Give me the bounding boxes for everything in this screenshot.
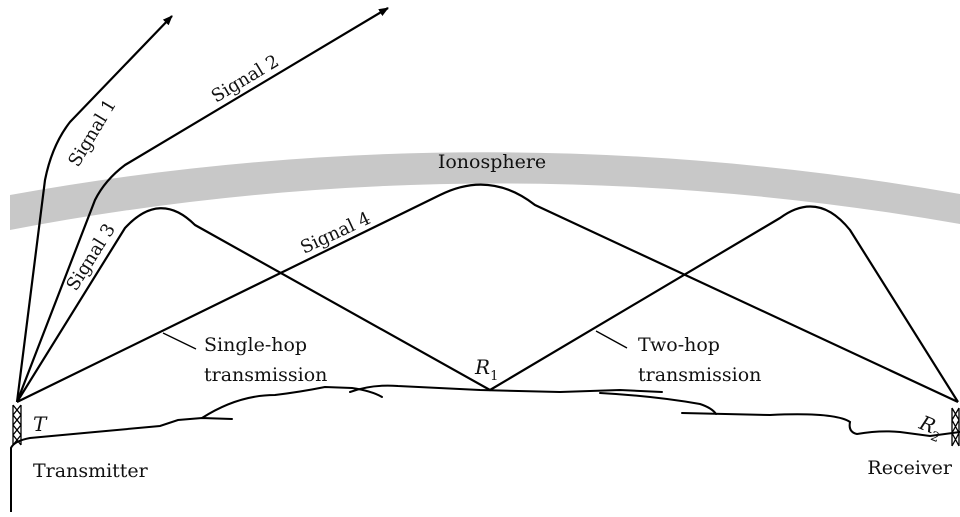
ground-terrain-far-right (681, 412, 960, 438)
ground-terrain-hill (201, 385, 383, 419)
signal-2-ray (15, 7, 389, 403)
transmitter-tower-icon (12, 404, 22, 446)
ground-terrain-right (599, 392, 717, 415)
t-point-label: T (33, 412, 48, 436)
ground-terrain-left (10, 416, 233, 449)
r1-point-label: R1 (474, 355, 498, 384)
signal-2-label: Signal 2 (208, 51, 283, 108)
two-hop-leader (595, 330, 628, 349)
r2-point-label: R2 (913, 410, 946, 446)
ionosphere-band (10, 152, 960, 230)
signal-3-ray-two-hop (16, 205, 959, 403)
ground-terrain-mid (349, 384, 663, 394)
two-hop-label-line1: Two-hop (638, 334, 720, 356)
transmitter-label: Transmitter (33, 460, 149, 482)
two-hop-label-line2: transmission (638, 364, 761, 386)
receiver-label: Receiver (867, 457, 952, 479)
signal-1-ray (15, 15, 173, 403)
receiver-tower-icon (951, 407, 960, 447)
single-hop-leader (162, 332, 197, 350)
single-hop-label-line1: Single-hop (204, 334, 307, 356)
signal-4-ray-single-hop (16, 183, 959, 403)
ionosphere-label: Ionosphere (438, 151, 546, 173)
signal-1-label: Signal 1 (64, 96, 121, 171)
single-hop-label-line2: transmission (204, 364, 327, 386)
